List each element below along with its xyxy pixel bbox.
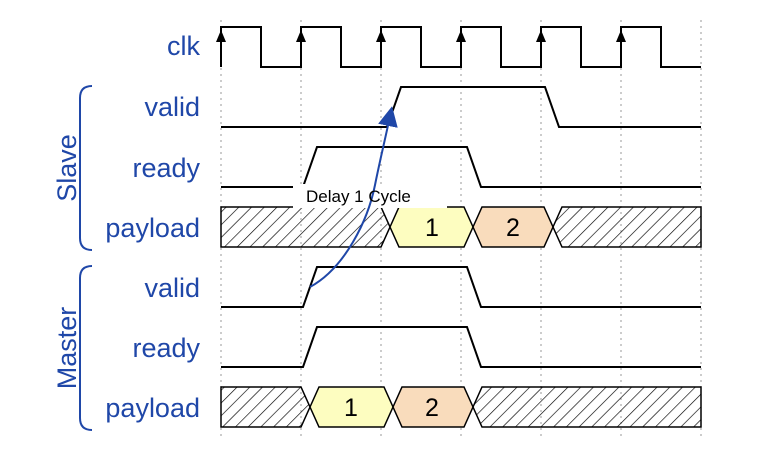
slave-ready-wave [221, 146, 701, 188]
slave-valid-wave [221, 86, 701, 128]
clk-label: clk [167, 31, 200, 61]
clk-edge-arrow [216, 30, 226, 42]
clk-edge-arrows [216, 30, 626, 42]
master-group-label: Master [52, 307, 82, 390]
master-valid-label: valid [144, 273, 200, 303]
master-ready-wave [221, 326, 701, 368]
clk-wave [220, 26, 701, 68]
master-payload-value-2: 2 [425, 394, 439, 422]
master-valid-wave [221, 266, 701, 308]
delay-annotation: Delay 1 Cycle [306, 187, 411, 206]
payload-idle-segment [220, 206, 391, 248]
master-payload-wave: 1 2 [220, 386, 702, 428]
payload-idle-segment [220, 386, 311, 428]
slave-payload-value-1: 1 [425, 214, 439, 242]
clk-edge-arrow [616, 30, 626, 42]
slave-bracket [79, 85, 93, 251]
delay-arrow [309, 106, 398, 288]
slave-valid-label: valid [144, 92, 200, 122]
clk-edge-arrow [296, 30, 306, 42]
clk-edge-arrow [376, 30, 386, 42]
payload-idle-segment [472, 386, 702, 428]
slave-payload-wave: 1 2 [220, 206, 702, 248]
master-payload-value-1: 1 [344, 394, 358, 422]
master-payload-label: payload [105, 393, 200, 423]
slave-ready-label: ready [132, 153, 200, 183]
slave-payload-value-2: 2 [506, 214, 520, 242]
clk-edge-arrow [536, 30, 546, 42]
clk-edge-arrow [456, 30, 466, 42]
slave-payload-label: payload [105, 213, 200, 243]
slave-group-label: Slave [52, 134, 82, 202]
master-bracket [79, 265, 93, 431]
master-ready-label: ready [132, 333, 200, 363]
payload-idle-segment [552, 206, 702, 248]
